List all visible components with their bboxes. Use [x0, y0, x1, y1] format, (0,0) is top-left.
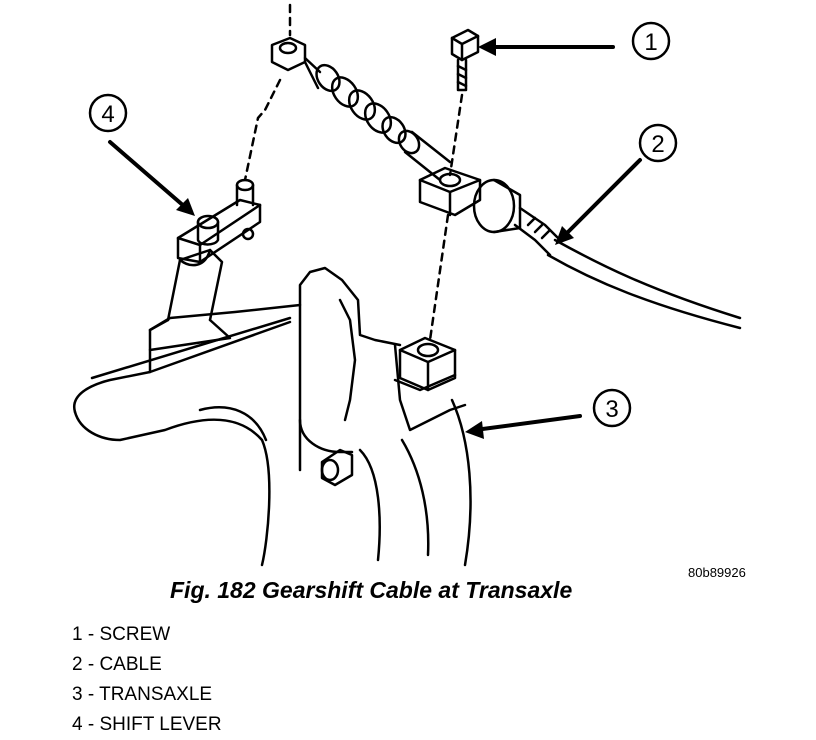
- cable-line: [513, 206, 742, 330]
- cable-eyelet: [270, 36, 307, 72]
- cable-bracket: [418, 166, 522, 234]
- callout-label-1: 1: [644, 29, 657, 56]
- legend-item-screw: 1 - SCREW: [72, 624, 171, 645]
- side-stud: [320, 448, 354, 487]
- callout-circle-4: [88, 93, 128, 133]
- cable-boot: [303, 56, 452, 182]
- mounting-boss: [398, 336, 457, 392]
- legend-item-transaxle: 3 - TRANSAXLE: [72, 684, 213, 705]
- arrowheads: [176, 38, 574, 439]
- legend-item-cable: 2 - CABLE: [72, 654, 162, 675]
- alignment-line-lever: [243, 78, 282, 182]
- alignment-line-bracket: [428, 213, 450, 342]
- part-code: 80b89926: [688, 565, 746, 580]
- callout-label-3: 3: [605, 396, 618, 423]
- callout-label-2: 2: [651, 131, 664, 158]
- callout-circle-1: [631, 21, 671, 61]
- shift-lever: [148, 178, 262, 352]
- alignment-line-screw: [448, 93, 464, 177]
- callout-label-4: 4: [101, 101, 114, 128]
- screw: [450, 28, 480, 92]
- callout-circle-3: [592, 388, 632, 428]
- transaxle-housing: [73, 266, 472, 567]
- leader-arrows: [108, 45, 642, 432]
- figure-caption: Fig. 182 Gearshift Cable at Transaxle: [170, 577, 573, 603]
- legend-item-shift-lever: 4 - SHIFT LEVER: [72, 714, 222, 735]
- callout-circle-2: [638, 123, 678, 163]
- legend: 1 - SCREW 2 - CABLE 3 - TRANSAXLE 4 - SH…: [72, 620, 222, 740]
